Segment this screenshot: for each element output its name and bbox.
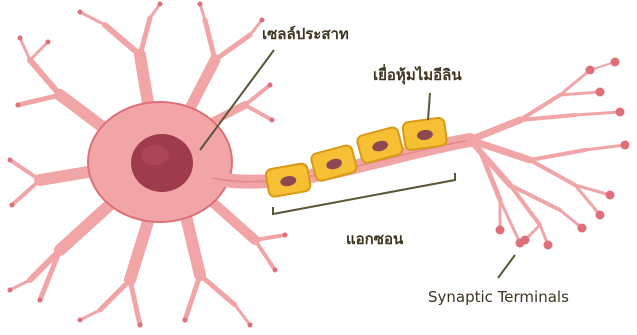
- dendrite-tip: [18, 36, 23, 41]
- dendrite-branch: [185, 212, 200, 275]
- terminal-branch: [560, 70, 590, 95]
- dendrite-branch: [150, 4, 160, 18]
- label-myelin: เยื่อหุ้มไมอีลิน: [373, 64, 462, 85]
- myelin-segment: [310, 144, 358, 182]
- dendrite-tip: [283, 233, 288, 238]
- dendrite-tip: [260, 18, 265, 23]
- dendrite-branch: [105, 25, 140, 55]
- dendrite-branch: [255, 235, 285, 240]
- dendrite-branch: [10, 160, 40, 180]
- dendrite-branch: [80, 12, 105, 25]
- label-axon: แอกซอน: [346, 230, 404, 248]
- myelin-segment: [265, 163, 311, 198]
- dendrite-branch: [10, 280, 30, 290]
- synaptic-terminal-bulb: [616, 108, 625, 117]
- terminal-branch: [585, 145, 625, 150]
- dendrite-tip: [183, 318, 188, 323]
- dendrite-tip: [270, 118, 275, 123]
- label-synaptic-terminals: Synaptic Terminals: [428, 288, 569, 306]
- dendrite-tip: [10, 203, 15, 208]
- dendrite-branch: [30, 60, 60, 95]
- dendrite-branch: [215, 35, 250, 60]
- dendrite-branch: [185, 275, 200, 320]
- dendrite-branch: [130, 280, 140, 325]
- synaptic-terminal-bulb: [544, 241, 553, 250]
- synaptic-terminal-bulb: [578, 224, 587, 233]
- terminal-branch: [480, 150, 500, 200]
- dendrite-branch: [60, 200, 115, 250]
- dendrite-branch: [30, 42, 48, 60]
- terminal-branch: [470, 120, 520, 140]
- terminal-branch: [530, 160, 575, 185]
- synaptic-terminal-bulb: [621, 141, 630, 150]
- dendrite-tip: [38, 298, 43, 303]
- dendrite-tip: [273, 268, 278, 273]
- dendrite-branch: [80, 310, 100, 320]
- soma-nucleus-highlight: [141, 145, 169, 165]
- dendrite-branch: [200, 275, 235, 305]
- synaptic-terminal-bulb: [516, 239, 525, 248]
- dendrite-tip: [158, 2, 163, 7]
- dendrite-branch: [255, 240, 275, 270]
- label-cell-body: เซลล์ประสาท: [262, 25, 349, 43]
- dendrite-tip: [78, 318, 83, 323]
- dendrite-branch: [140, 18, 150, 55]
- dendrite-tip: [16, 103, 21, 108]
- terminal-branch: [500, 200, 520, 243]
- dendrite-branch: [130, 215, 150, 280]
- callout-line-terminals: [498, 255, 515, 278]
- terminal-branch: [575, 112, 620, 115]
- dendrite-tip: [138, 323, 143, 328]
- dendrite-branch: [210, 200, 255, 240]
- dendrite-branch: [245, 105, 272, 120]
- dendrite-branch: [100, 280, 130, 310]
- dendrite-branch: [250, 20, 262, 35]
- myelin-segment: [402, 117, 447, 151]
- dendrite-tip: [248, 323, 253, 328]
- dendrite-tip: [8, 288, 13, 293]
- synaptic-terminal-bulb: [496, 226, 505, 235]
- dendrite-branch: [245, 85, 270, 105]
- dendrite-branch: [205, 20, 215, 60]
- terminal-branch: [560, 92, 600, 95]
- dendrite-tip: [8, 158, 13, 163]
- dendrite-branch: [12, 180, 40, 205]
- synaptic-terminal-bulb: [611, 58, 620, 67]
- terminal-branch: [530, 150, 585, 160]
- synaptic-terminals: [470, 58, 630, 250]
- synaptic-terminal-bulb: [596, 211, 605, 220]
- synaptic-terminal-bulb: [586, 66, 595, 75]
- dendrite-tip: [268, 83, 273, 88]
- callout-line-myelin: [428, 93, 430, 120]
- dendrite-branch: [20, 38, 30, 60]
- dendrite-branch: [18, 95, 60, 105]
- dendrite-branch: [200, 4, 205, 20]
- dendrite-tip: [198, 2, 203, 7]
- dendrite-tip: [46, 40, 51, 45]
- synaptic-terminal-bulb: [606, 191, 615, 200]
- dendrite-branch: [235, 305, 250, 325]
- dendrite-tip: [78, 10, 83, 15]
- synaptic-terminal-bulb: [596, 88, 605, 97]
